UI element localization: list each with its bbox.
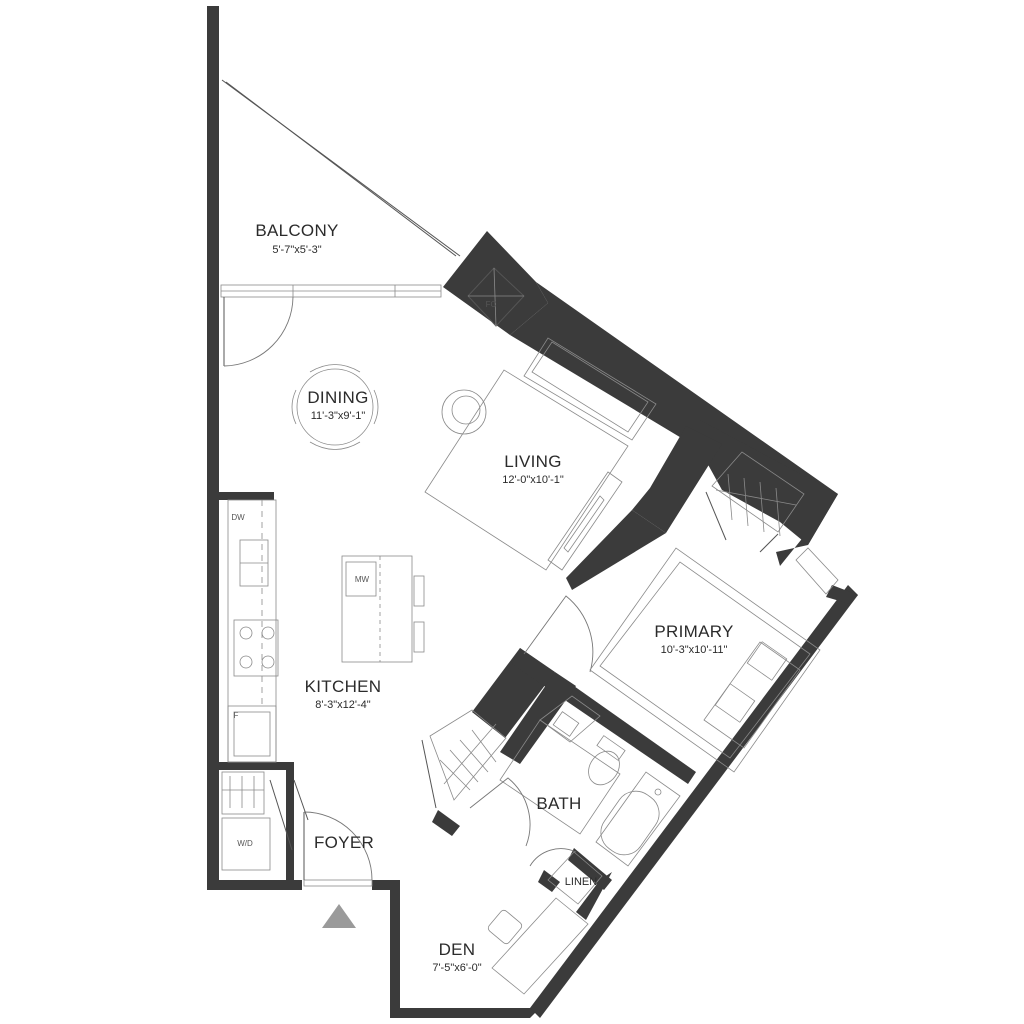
kitchen-counter	[227, 499, 279, 763]
den-label: DEN	[439, 940, 476, 959]
primary-closet	[705, 451, 839, 595]
primary-dims: 10'-3"x10'-11"	[661, 644, 728, 656]
wd-label: W/D	[237, 839, 253, 848]
walls	[207, 6, 858, 1018]
primary-bed	[589, 547, 821, 773]
hall-closet	[421, 709, 507, 809]
kitchen-dims: 8'-3"x12'-4"	[315, 699, 371, 711]
mw-label: MW	[355, 575, 370, 584]
fridge-label: F	[234, 711, 239, 720]
balcony-label: BALCONY	[255, 221, 338, 240]
den-dims: 7'-5"x6'-0"	[432, 962, 481, 974]
living-dims: 12'-0"x10'-1"	[502, 474, 564, 486]
linen-closet	[529, 848, 603, 905]
living-label: LIVING	[504, 452, 562, 471]
foyer-label: FOYER	[314, 833, 374, 852]
fc-closet	[467, 267, 525, 327]
labels: BALCONY 5'-7"x5'-3" DINING 11'-3"x9'-1" …	[231, 221, 733, 974]
primary-door-arc	[523, 595, 594, 673]
linen-label: LINEN	[565, 876, 597, 888]
primary-label: PRIMARY	[654, 622, 733, 641]
entry-door	[303, 811, 373, 887]
dining-label: DINING	[307, 388, 368, 407]
dining-dims: 11'-3"x9'-1"	[311, 410, 366, 422]
balcony	[220, 79, 461, 367]
den-desk	[487, 897, 589, 995]
dw-label: DW	[231, 513, 245, 522]
laundry	[221, 771, 309, 871]
bath-fixtures	[469, 695, 681, 867]
living-furniture	[424, 337, 657, 571]
bath-label: BATH	[536, 794, 581, 813]
kitchen-label: KITCHEN	[305, 677, 382, 696]
dining-table	[291, 364, 379, 450]
kitchen-island	[341, 555, 425, 663]
entry-marker	[322, 904, 356, 928]
balcony-dims: 5'-7"x5'-3"	[272, 244, 321, 256]
fc-label: FC	[486, 300, 497, 309]
